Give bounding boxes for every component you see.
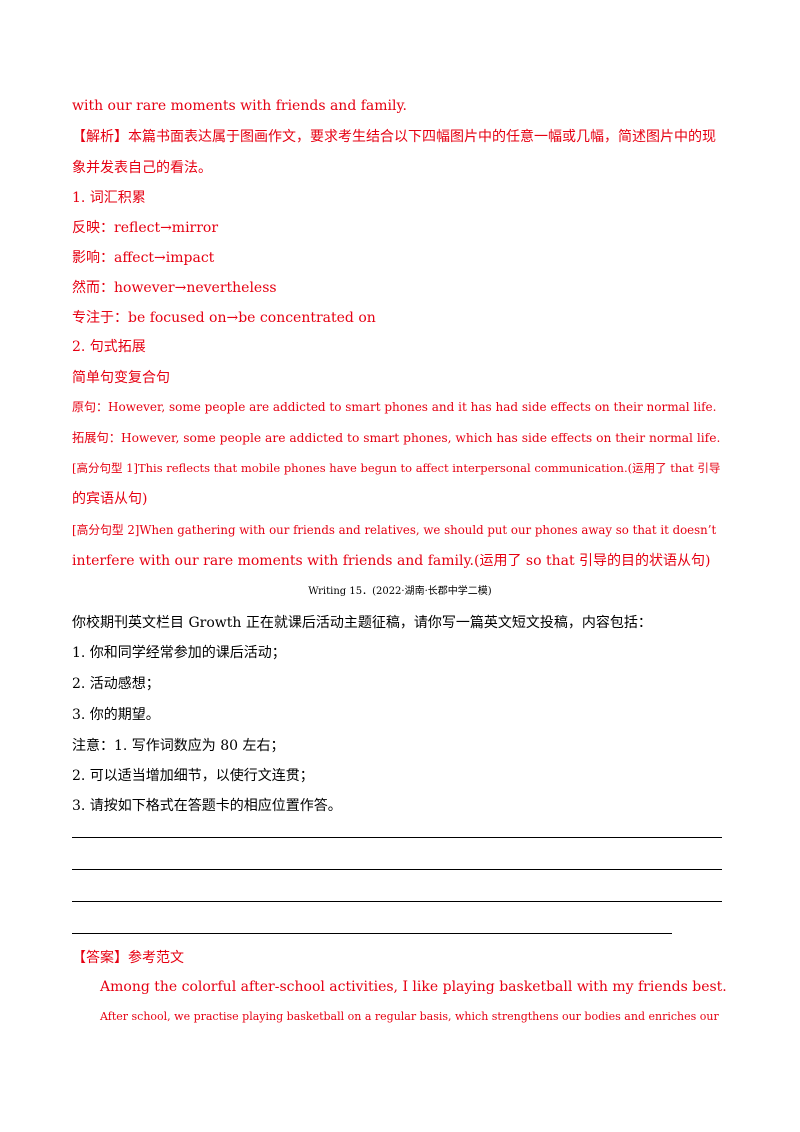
advanced-sentence-2: [高分句型 2]When gathering with our friends … (72, 523, 717, 537)
note-item: 3. 请按如下格式在答题卡的相应位置作答。 (72, 798, 342, 814)
vocab-item: 专注于：be focused on→be concentrated on (72, 310, 376, 326)
sample-paragraph: After school, we practise playing basket… (100, 1010, 719, 1023)
requirement-item: 1. 你和同学经常参加的课后活动； (72, 645, 286, 661)
answer-line (72, 837, 722, 838)
sample-paragraph: Among the colorful after-school activiti… (100, 979, 727, 995)
vocab-item: 反映：reflect→mirror (72, 220, 219, 236)
answer-line (72, 901, 722, 902)
section-vocabulary: 1. 词汇积累 (72, 190, 146, 206)
analysis-heading: 【解析】本篇书面表达属于图画作文，要求考生结合以下四幅图片中的任意一幅或几幅，简… (72, 129, 716, 145)
vocab-item: 影响：affect→impact (72, 250, 215, 266)
note-item: 注意：1. 写作词数应为 80 左右； (72, 738, 285, 754)
note-item: 2. 可以适当增加细节，以使行文连贯； (72, 768, 314, 784)
text-line: interfere with our rare moments with fri… (72, 553, 711, 569)
answer-line (72, 869, 722, 870)
question-title: Writing 15．(2022·湖南·长郡中学二模) (308, 586, 492, 597)
section-sentence: 2. 句式拓展 (72, 339, 146, 355)
advanced-sentence-1: [高分句型 1]This reflects that mobile phones… (72, 461, 721, 475)
requirement-item: 2. 活动感想； (72, 676, 160, 692)
text-line: 象并发表自己的看法。 (72, 160, 212, 176)
expanded-sentence: 拓展句：However, some people are addicted to… (72, 431, 721, 445)
text-line: with our rare moments with friends and f… (72, 98, 407, 114)
answer-line (72, 933, 672, 934)
text-line: 简单句变复合句 (72, 370, 170, 386)
question-prompt: 你校期刊英文栏目 Growth 正在就课后活动主题征稿，请你写一篇英文短文投稿，… (72, 615, 652, 631)
answer-heading: 【答案】参考范文 (72, 950, 184, 966)
requirement-item: 3. 你的期望。 (72, 707, 160, 723)
vocab-item: 然而：however→nevertheless (72, 280, 277, 296)
text-line: 的宾语从句) (72, 491, 148, 507)
original-sentence: 原句：However, some people are addicted to … (72, 400, 717, 414)
